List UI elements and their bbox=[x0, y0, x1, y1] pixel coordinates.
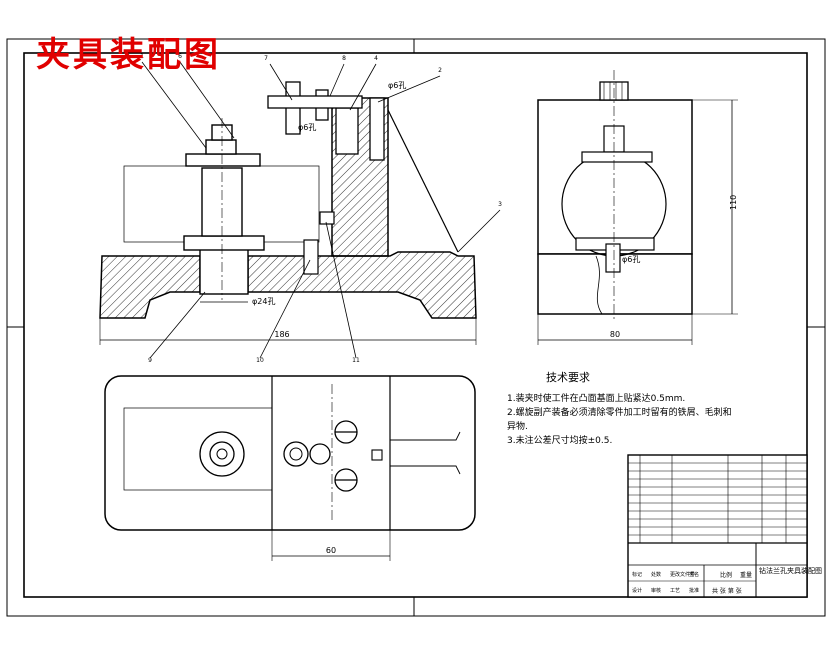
part-balloon: 11 bbox=[352, 357, 360, 364]
part-balloon: 2 bbox=[438, 67, 442, 74]
title-block-label: 批准 bbox=[689, 587, 699, 594]
dim-hole-small: φ6孔 bbox=[298, 123, 316, 132]
title-block-weight-label: 重量 bbox=[740, 571, 752, 579]
locating-plate bbox=[183, 235, 265, 251]
tech-req-item-2: 2.螺旋副产装备必须清除零件加工时留有的铁屑、毛刺和 bbox=[507, 408, 732, 418]
title-block-label: 处数 bbox=[651, 571, 661, 578]
tech-req-item-4: 3.未注公差尺寸均按±0.5. bbox=[507, 436, 613, 446]
clamp-bar bbox=[267, 95, 363, 109]
dim-plan-width: 60 bbox=[326, 546, 336, 555]
title-block-label: 审核 bbox=[651, 587, 661, 594]
part-balloon: 3 bbox=[498, 201, 502, 208]
plan-view: 60 bbox=[104, 375, 476, 561]
side-view: 80 110 φ6孔 bbox=[537, 70, 738, 345]
part-balloon: 8 bbox=[342, 55, 346, 62]
title-block-sheet: 共 张 第 张 bbox=[712, 587, 742, 595]
title-block-label: 标记 bbox=[632, 571, 642, 578]
plan-workpiece-hidden bbox=[123, 407, 273, 491]
lower-screw bbox=[303, 239, 319, 275]
title-block-scale-label: 比例 bbox=[720, 571, 732, 579]
drawing-title: 夹具装配图 bbox=[36, 35, 221, 75]
dim-hole-side: φ6孔 bbox=[622, 255, 640, 264]
side-break-line bbox=[595, 255, 603, 315]
title-block-label: 更改文件号 bbox=[670, 571, 695, 578]
hex-nut bbox=[205, 139, 237, 155]
side-pin bbox=[319, 211, 335, 225]
plan-nut-inner bbox=[209, 441, 235, 467]
base-plate-section-right bbox=[247, 251, 477, 319]
front-view: 186 φ24孔 φ6孔 φ6孔 bbox=[99, 81, 477, 345]
dim-side-height: 110 bbox=[729, 195, 738, 210]
plan-bolt-b bbox=[309, 443, 331, 465]
tech-req-heading: 技术要求 bbox=[546, 371, 590, 384]
plan-nut-outer bbox=[199, 431, 245, 477]
side-screw bbox=[605, 243, 621, 273]
leader-lines bbox=[141, 61, 501, 359]
plan-pin bbox=[371, 449, 383, 461]
plan-bolt-a bbox=[283, 441, 309, 467]
part-balloon: 6 bbox=[178, 53, 182, 60]
side-clamp bbox=[581, 151, 653, 163]
plan-rib-lines bbox=[390, 431, 461, 475]
title-block-drawing-name: 钻法兰孔夹具装配图 bbox=[759, 566, 822, 575]
part-balloon: 1 bbox=[140, 53, 144, 60]
washer bbox=[185, 153, 261, 167]
base-plate-section bbox=[99, 255, 201, 319]
part-balloon: 7 bbox=[264, 55, 268, 62]
dim-bore: φ24孔 bbox=[252, 297, 275, 306]
title-block-label: 签名 bbox=[689, 571, 699, 578]
dim-side-width: 80 bbox=[610, 330, 620, 339]
tech-req-item-3: 异物. bbox=[507, 422, 528, 432]
side-upright bbox=[537, 99, 693, 255]
part-balloon: 10 bbox=[256, 357, 264, 364]
title-block-label: 设计 bbox=[632, 587, 642, 594]
bolt-upper-right bbox=[369, 97, 385, 161]
bolt-upper-cap bbox=[335, 107, 359, 155]
rib-edge bbox=[387, 109, 459, 253]
title-block-label: 工艺 bbox=[670, 588, 680, 594]
tech-req-item-1: 1.装夹时使工件在凸面基面上贴紧达0.5mm. bbox=[507, 394, 686, 404]
part-balloon: 4 bbox=[374, 55, 378, 62]
inner-frame bbox=[23, 52, 808, 598]
dim-hole-top: φ6孔 bbox=[388, 81, 406, 90]
dim-front-width: 186 bbox=[274, 330, 289, 339]
part-balloon: 9 bbox=[148, 357, 152, 364]
